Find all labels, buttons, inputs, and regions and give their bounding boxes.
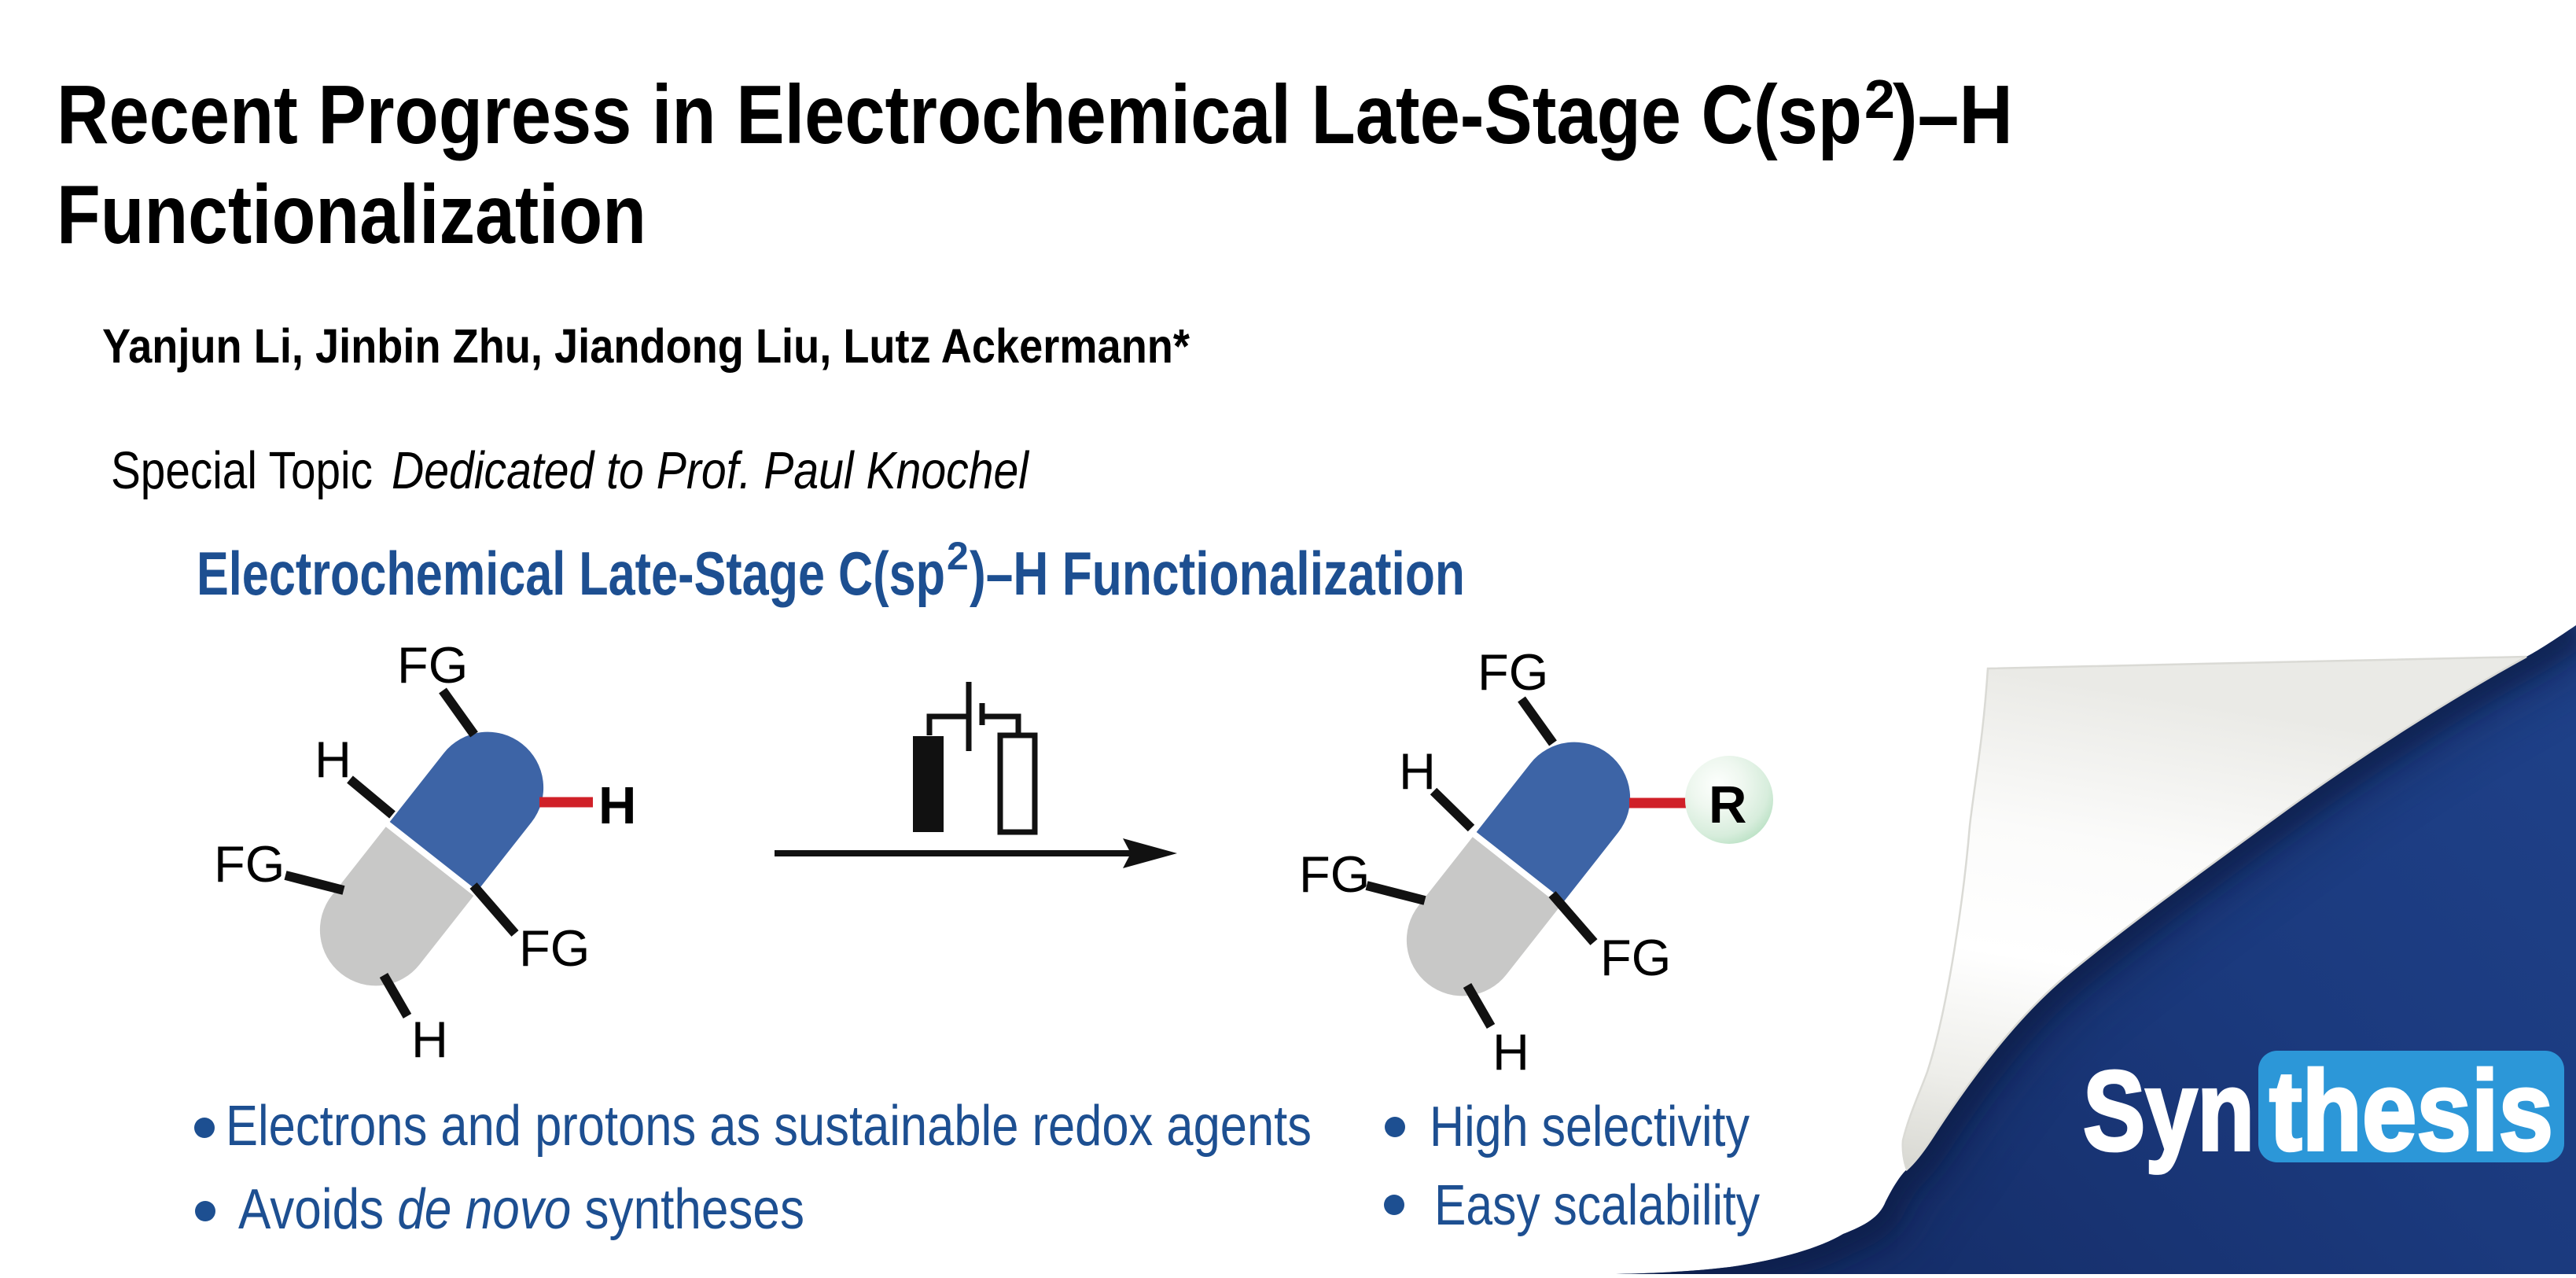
svg-text:Easy scalability: Easy scalability: [1434, 1174, 1760, 1237]
svg-text:H: H: [315, 731, 351, 788]
svg-text:2: 2: [947, 534, 969, 578]
svg-text:FG: FG: [1600, 929, 1671, 986]
svg-text:FG: FG: [214, 835, 285, 893]
svg-text:H: H: [411, 1011, 448, 1068]
svg-text:Dedicated to Prof. Paul Knoche: Dedicated to Prof. Paul Knochel: [392, 441, 1030, 500]
svg-text:H: H: [1399, 742, 1436, 800]
svg-text:)–H: )–H: [1893, 68, 2013, 161]
svg-text:FG: FG: [519, 919, 590, 977]
svg-text:Special Topic: Special Topic: [111, 441, 373, 500]
svg-text:R: R: [1709, 775, 1746, 834]
svg-text:Syn: Syn: [2083, 1048, 2254, 1174]
svg-text:Functionalization: Functionalization: [57, 168, 646, 261]
svg-text:H: H: [1492, 1023, 1529, 1081]
svg-text:H: H: [598, 776, 636, 835]
svg-text:High selectivity: High selectivity: [1430, 1096, 1750, 1158]
svg-text:FG: FG: [1478, 643, 1548, 701]
svg-text:FG: FG: [397, 636, 468, 694]
svg-text:FG: FG: [1299, 845, 1370, 903]
svg-text:Electrons and protons as susta: Electrons and protons as sustainable red…: [226, 1095, 1312, 1158]
svg-text:Recent Progress in Electrochem: Recent Progress in Electrochemical Late-…: [57, 68, 1862, 161]
svg-text:Avoids de novo syntheses: Avoids de novo syntheses: [238, 1178, 804, 1241]
svg-text:2: 2: [1864, 68, 1895, 130]
svg-text:Yanjun Li, Jinbin Zhu, Jiandon: Yanjun Li, Jinbin Zhu, Jiandong Liu, Lut…: [102, 319, 1190, 373]
svg-text:Electrochemical Late-Stage C(s: Electrochemical Late-Stage C(sp: [197, 539, 945, 608]
svg-text:thesis: thesis: [2269, 1048, 2553, 1174]
svg-text:)–H Functionalization: )–H Functionalization: [970, 539, 1465, 608]
